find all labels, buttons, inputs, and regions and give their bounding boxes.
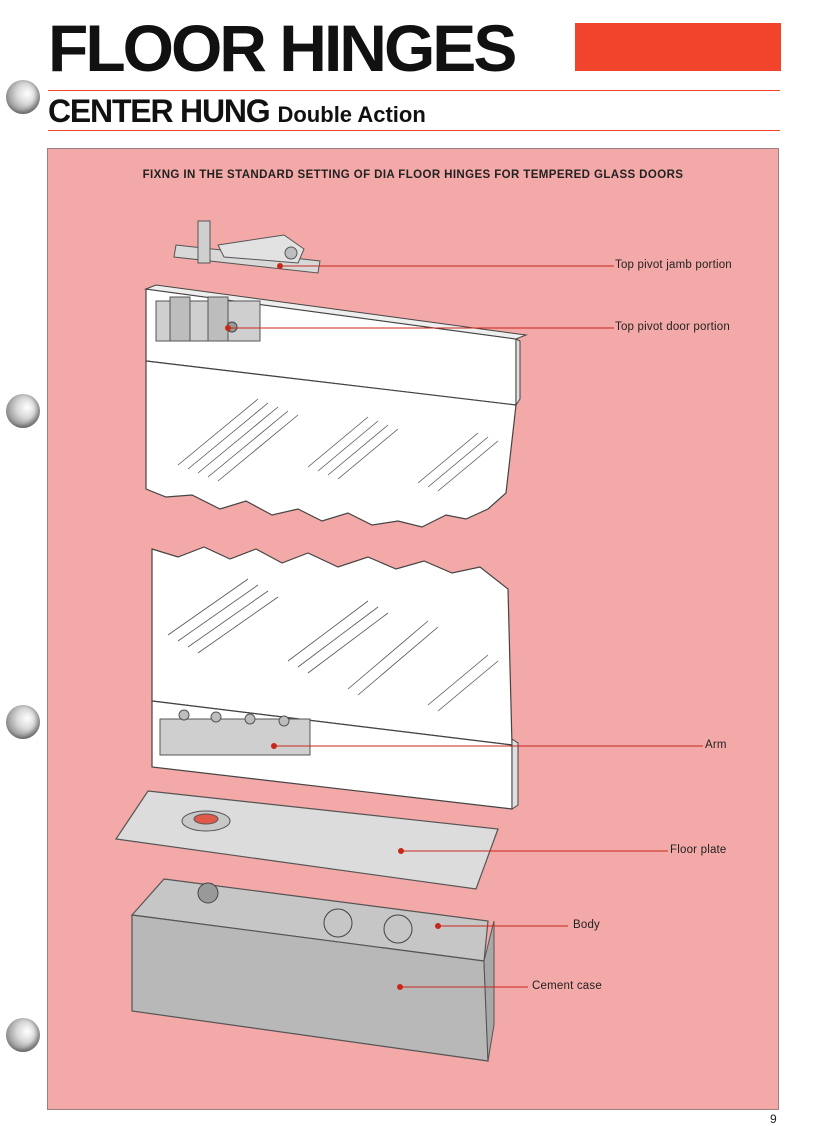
binder-hole-icon bbox=[6, 394, 40, 428]
callout-body: Body bbox=[573, 919, 601, 931]
subtitle-main: CENTER HUNG bbox=[48, 93, 271, 129]
top-pivot-jamb-part bbox=[173, 220, 321, 274]
upper-door-fragment bbox=[144, 284, 528, 528]
callout-top-pivot-jamb: Top pivot jamb portion bbox=[615, 259, 732, 271]
diagram-panel: FIXNG IN THE STANDARD SETTING OF DIA FLO… bbox=[47, 148, 779, 1110]
header-rule-top bbox=[48, 90, 780, 91]
panel-heading: FIXNG IN THE STANDARD SETTING OF DIA FLO… bbox=[142, 169, 684, 181]
page-number: 9 bbox=[770, 1112, 777, 1126]
header-rule-bottom bbox=[48, 130, 780, 131]
subtitle-sub: Double Action bbox=[277, 102, 426, 127]
body-cement-case-part bbox=[130, 878, 495, 1062]
callout-arm: Arm bbox=[705, 739, 727, 751]
leader-dots bbox=[225, 263, 441, 990]
lower-door-fragment bbox=[151, 546, 519, 810]
leader-lines bbox=[228, 265, 703, 988]
accent-bar bbox=[575, 23, 781, 71]
exploded-view-illustration bbox=[114, 220, 703, 1062]
binder-hole-icon bbox=[6, 1018, 40, 1052]
page-title: FLOOR HINGES bbox=[48, 11, 517, 85]
binder-hole-icon bbox=[6, 80, 40, 114]
callout-cement-case: Cement case bbox=[532, 980, 602, 992]
callout-floor-plate: Floor plate bbox=[670, 844, 727, 856]
floor-plate-part bbox=[114, 790, 499, 890]
callout-top-pivot-door: Top pivot door portion bbox=[615, 321, 730, 333]
binder-hole-icon bbox=[6, 705, 40, 739]
